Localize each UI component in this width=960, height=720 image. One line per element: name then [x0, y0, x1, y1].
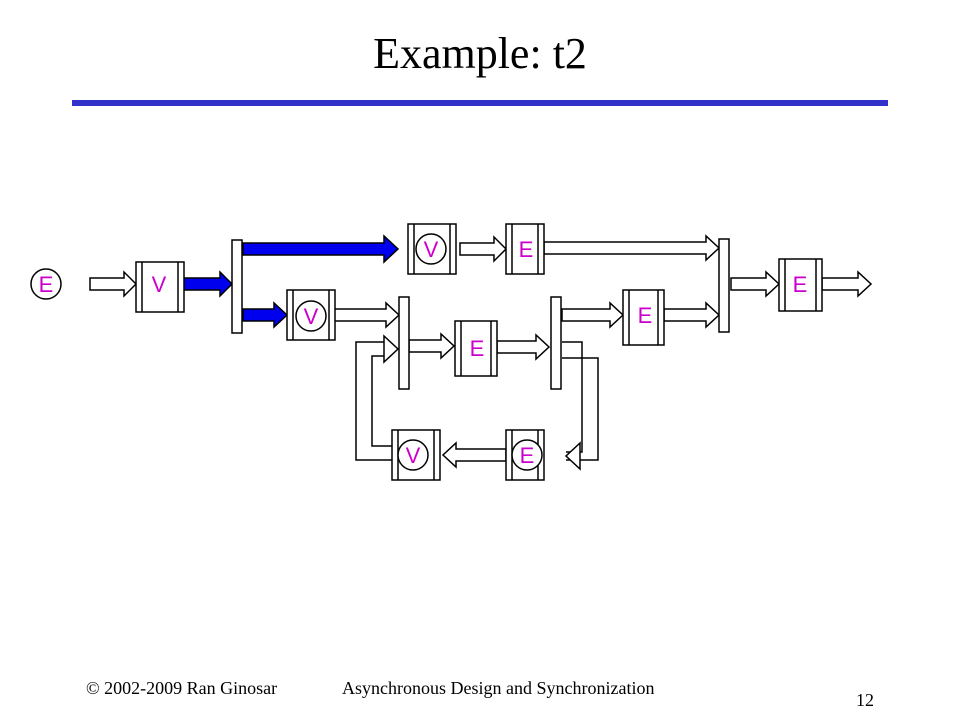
fork-join-bars	[231, 238, 730, 390]
stage-e-loop-mid-label: E	[470, 336, 485, 361]
token-v-mid: V	[304, 304, 319, 329]
stage-e-top	[505, 223, 545, 275]
token-v-loop: V	[406, 443, 421, 468]
footer-course: Asynchronous Design and Synchronization	[342, 678, 655, 698]
token-v-top: V	[424, 237, 439, 262]
labels: E V V E V E E E V E	[30, 233, 808, 471]
page-title: Example: t2	[373, 29, 587, 78]
stage-e-top-label: E	[519, 237, 534, 262]
stage-v-input	[135, 261, 185, 313]
stage-e-mid-right	[622, 289, 665, 346]
stage-e-output-label: E	[793, 272, 808, 297]
token-arrows	[183, 234, 400, 329]
token-e-loop: E	[520, 443, 535, 468]
footer-copyright: © 2002-2009 Ran Ginosar	[86, 678, 278, 698]
token-e-input: E	[39, 272, 54, 297]
stage-v-input-label: V	[152, 272, 167, 297]
stage-e-mid-right-label: E	[638, 303, 653, 328]
page-number: 12	[856, 690, 874, 710]
stage-e-loop-mid	[454, 320, 498, 377]
hollow-arrows	[89, 234, 873, 471]
title-underline	[72, 100, 888, 106]
stage-e-output	[778, 258, 823, 312]
